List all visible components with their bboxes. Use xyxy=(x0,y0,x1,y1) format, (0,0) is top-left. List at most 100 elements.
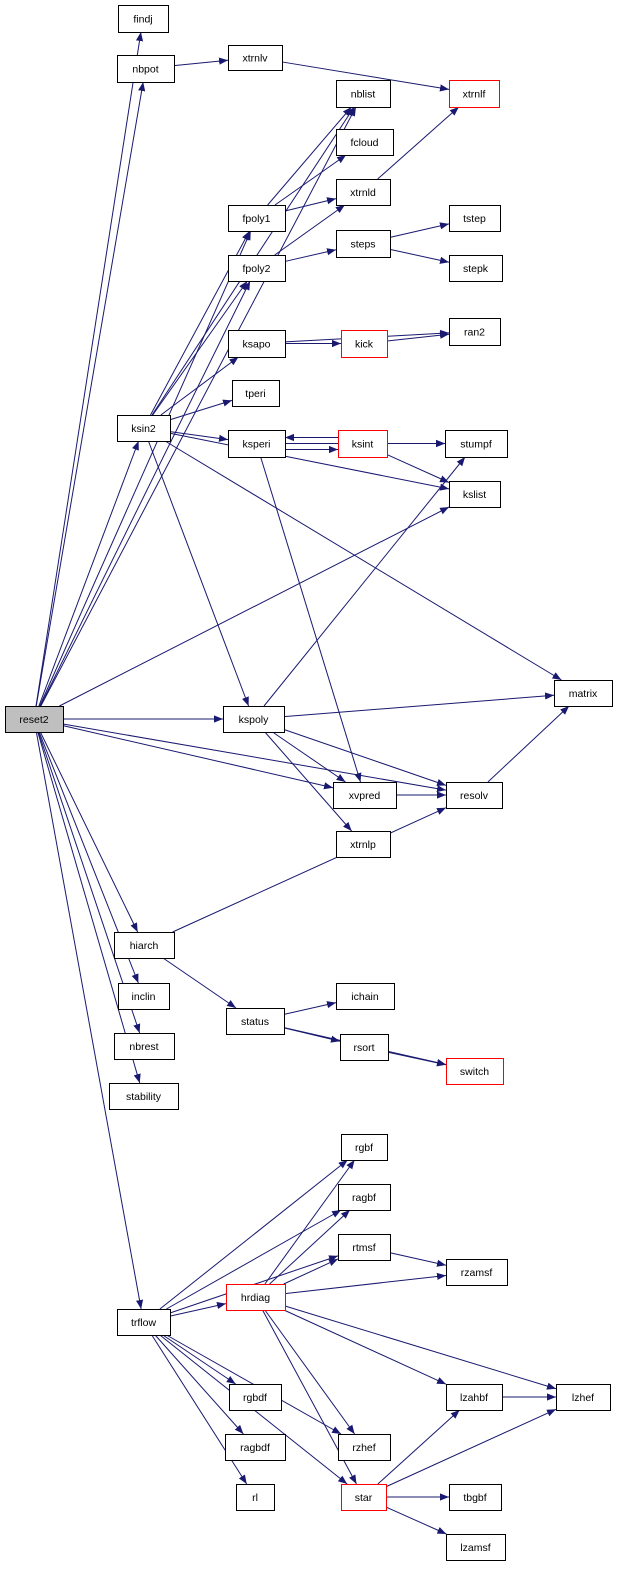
node-nbpot[interactable]: nbpot xyxy=(117,55,175,83)
node-label: rl xyxy=(252,1492,258,1504)
edge-reset2-to-ksin2 xyxy=(38,440,140,707)
edge-reset2-to-fpoly1 xyxy=(39,230,252,707)
node-lzamsf[interactable]: lzamsf xyxy=(446,1534,506,1561)
node-ksin2[interactable]: ksin2 xyxy=(117,415,171,442)
edge-fpoly1-to-fcloud xyxy=(274,154,347,206)
node-kick[interactable]: kick xyxy=(341,330,388,358)
node-fpoly1[interactable]: fpoly1 xyxy=(228,205,286,232)
edge-reset2-to-xvpred xyxy=(62,725,334,790)
node-rtmsf[interactable]: rtmsf xyxy=(338,1234,391,1261)
node-ragbf[interactable]: ragbf xyxy=(338,1184,391,1211)
node-label: tperi xyxy=(245,388,265,400)
node-ksint[interactable]: ksint xyxy=(338,430,388,458)
node-lzhef[interactable]: lzhef xyxy=(556,1384,611,1411)
node-ragbdf[interactable]: ragbdf xyxy=(225,1434,286,1461)
node-label: stumpf xyxy=(460,439,492,451)
node-label: stability xyxy=(126,1091,162,1103)
node-rzamsf[interactable]: rzamsf xyxy=(446,1259,508,1286)
node-label: trflow xyxy=(131,1317,157,1329)
node-box xyxy=(223,706,285,733)
node-box xyxy=(340,1034,389,1061)
node-hiarch[interactable]: hiarch xyxy=(114,932,175,959)
node-hrdiag[interactable]: hrdiag xyxy=(226,1284,286,1311)
node-lzahbf[interactable]: lzahbf xyxy=(446,1384,503,1411)
node-box xyxy=(446,1259,508,1286)
node-ksapo[interactable]: ksapo xyxy=(228,330,286,358)
edge-fpoly1-to-nblist xyxy=(267,106,352,206)
node-box xyxy=(232,380,280,407)
node-rsort[interactable]: rsort xyxy=(340,1034,389,1061)
node-star[interactable]: star xyxy=(341,1484,387,1511)
node-status[interactable]: status xyxy=(226,1008,285,1035)
node-fpoly2[interactable]: fpoly2 xyxy=(228,255,286,282)
node-ichain[interactable]: ichain xyxy=(336,983,395,1010)
edge-kspoly-to-resolv xyxy=(283,729,447,786)
node-ran2[interactable]: ran2 xyxy=(449,318,501,346)
edge-ksin2-to-matrix xyxy=(164,440,562,681)
edge-hrdiag-to-rzamsf xyxy=(284,1272,447,1295)
node-ksperi[interactable]: ksperi xyxy=(228,430,286,458)
node-findj[interactable]: findj xyxy=(118,5,169,33)
edge-hrdiag-to-star xyxy=(262,1309,357,1485)
edge-hrdiag-to-ragbf xyxy=(269,1209,351,1285)
node-box xyxy=(117,55,175,83)
node-box xyxy=(118,983,170,1010)
node-label: lzahbf xyxy=(460,1392,488,1404)
node-box xyxy=(118,5,169,33)
edge-star-to-lzamsf xyxy=(385,1506,447,1535)
node-rzhef[interactable]: rzhef xyxy=(338,1434,391,1461)
node-label: steps xyxy=(350,239,375,251)
node-box xyxy=(338,430,388,458)
node-xtrnlp[interactable]: xtrnlp xyxy=(336,831,391,858)
node-box xyxy=(338,1234,391,1261)
node-box xyxy=(228,430,286,458)
edge-kspoly-to-xtrnlp xyxy=(264,731,352,832)
node-stability[interactable]: stability xyxy=(109,1083,179,1110)
node-rgbdf[interactable]: rgbdf xyxy=(229,1384,282,1411)
node-xtrnlv[interactable]: xtrnlv xyxy=(228,45,283,71)
node-box xyxy=(228,205,286,232)
node-label: ichain xyxy=(351,991,379,1003)
node-inclin[interactable]: inclin xyxy=(118,983,170,1010)
node-fcloud[interactable]: fcloud xyxy=(336,129,394,156)
edge-reset2-to-trflow xyxy=(35,731,144,1310)
edge-ksin2-to-ksperi xyxy=(169,431,229,442)
node-box xyxy=(229,1384,282,1411)
node-label: fpoly2 xyxy=(242,263,270,275)
node-box xyxy=(341,330,388,358)
edge-trflow-to-ragbf xyxy=(166,1209,342,1310)
node-steps[interactable]: steps xyxy=(336,230,391,258)
node-rgbf[interactable]: rgbf xyxy=(341,1134,388,1161)
node-label: hiarch xyxy=(130,940,159,952)
node-switch[interactable]: switch xyxy=(446,1058,504,1085)
node-kspoly[interactable]: kspoly xyxy=(223,706,285,733)
node-nbrest[interactable]: nbrest xyxy=(114,1033,175,1060)
node-xtrnld[interactable]: xtrnld xyxy=(336,179,391,206)
node-matrix[interactable]: matrix xyxy=(554,680,613,707)
node-label: rzamsf xyxy=(461,1267,493,1279)
node-label: fcloud xyxy=(350,137,378,149)
node-box xyxy=(236,1484,275,1511)
edge-status-to-ichain xyxy=(283,1001,337,1015)
node-kslist[interactable]: kslist xyxy=(449,481,501,508)
edge-reset2-to-nblist xyxy=(40,106,357,707)
edge-reset2-to-findj xyxy=(35,31,144,707)
node-box xyxy=(228,45,283,71)
node-tstep[interactable]: tstep xyxy=(449,205,501,232)
node-label: findj xyxy=(133,14,152,26)
node-label: tstep xyxy=(463,213,486,225)
node-label: kspoly xyxy=(239,714,270,726)
node-trflow[interactable]: trflow xyxy=(117,1309,171,1336)
node-tbgbf[interactable]: tbgbf xyxy=(449,1484,502,1511)
node-label: xtrnlv xyxy=(242,53,268,65)
node-rl[interactable]: rl xyxy=(236,1484,275,1511)
node-stepk[interactable]: stepk xyxy=(449,255,503,282)
node-xvpred[interactable]: xvpred xyxy=(333,782,397,809)
node-stumpf[interactable]: stumpf xyxy=(445,430,508,458)
node-resolv[interactable]: resolv xyxy=(446,782,503,809)
node-box xyxy=(449,255,503,282)
node-tperi[interactable]: tperi xyxy=(232,380,280,407)
node-reset2: reset2 xyxy=(5,706,64,733)
node-nblist[interactable]: nblist xyxy=(336,80,391,108)
node-xtrnlf[interactable]: xtrnlf xyxy=(449,80,500,108)
